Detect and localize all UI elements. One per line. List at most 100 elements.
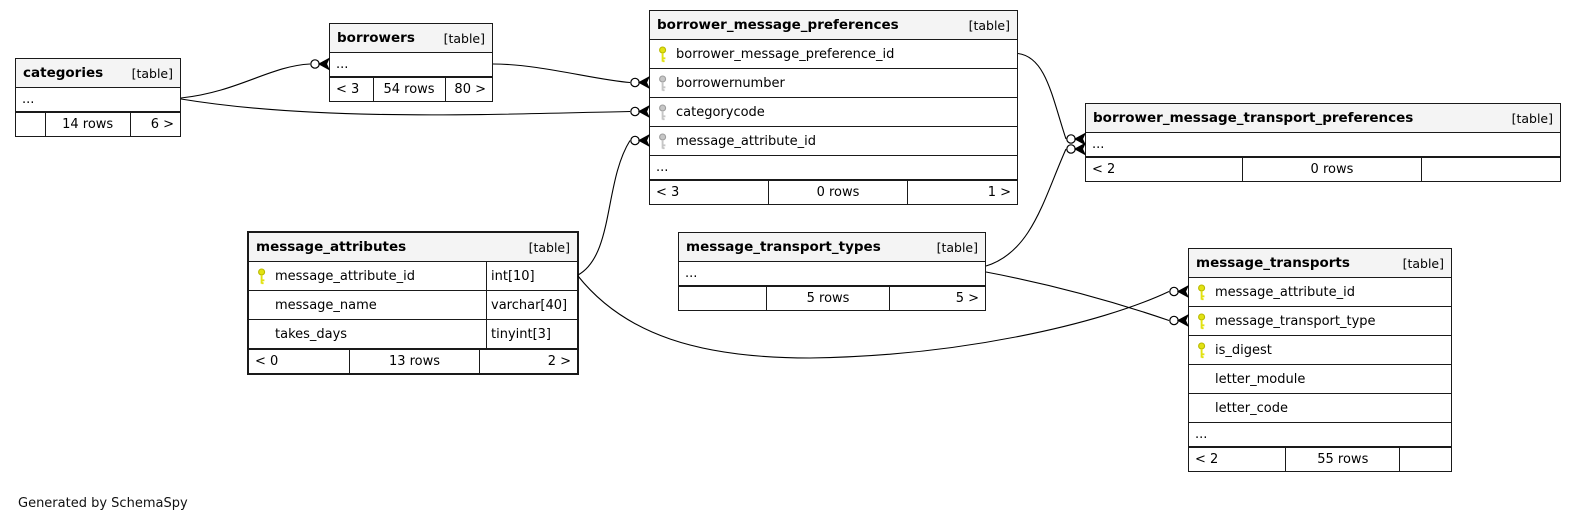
primary-key-icon [1198,283,1206,300]
connector-message_attributes-to-borrower_message_preferences [577,133,651,276]
table-node-message_transports[interactable]: message_transports[table] message_attribu… [1188,248,1452,472]
column-name: borrower_message_preference_id [676,46,895,62]
table-name[interactable]: message_transport_types [686,239,881,255]
related-out-count: 80 > [454,82,486,97]
ellipsis-row: ... [330,53,492,77]
primary-key-icon [1198,341,1206,358]
table-tag: [table] [443,30,485,46]
rows-count: 54 rows [374,78,446,101]
table-name[interactable]: borrower_message_transport_preferences [1093,110,1414,126]
generator-credit: Generated by SchemaSpy [18,496,188,511]
zero-or-many-circle [1066,144,1076,154]
table-name[interactable]: categories [23,65,104,81]
rows-count: 13 rows [350,350,480,373]
related-out-count: 1 > [987,185,1011,200]
connector-message_transport_types-to-message_transports [985,271,1190,328]
zero-or-many-circle [1169,286,1179,297]
table-tag: [table] [936,239,978,255]
table-header[interactable]: borrower_message_preferences [table] [650,11,1017,40]
ellipsis-row: ... [679,262,985,286]
foreign-key-icon [659,74,667,91]
related-in-count: < 3 [330,78,374,101]
table-header[interactable]: categories[table] [16,59,180,88]
table-name[interactable]: borrowers [337,30,415,46]
table-footer: 5 rows 5 > [679,286,985,310]
table-tag: [table] [1511,110,1553,126]
primary-key-cell [1189,278,1215,306]
table-name[interactable]: message_transports [1196,255,1350,271]
ellipsis-row: ... [650,156,1017,180]
zero-or-many-circle [1066,134,1076,144]
zero-or-many-circle [1169,315,1179,326]
table-node-message_attributes[interactable]: message_attributes[table]message_attribu… [247,231,579,375]
ellipsis-row: ... [1189,423,1451,447]
related-out-count: 5 > [955,291,979,306]
table-node-borrower_message_transport_preferences[interactable]: borrower_message_transport_preferences [t… [1085,103,1561,182]
crows-foot-arrow [637,104,651,119]
foreign-key-cell [650,127,676,155]
primary-key-cell [650,40,676,68]
key-spacer [1189,394,1215,422]
connector-borrowers-to-borrower_message_preferences [492,63,651,90]
primary-key-icon [258,267,266,284]
primary-key-cell [1189,307,1215,335]
table-node-borrower_message_preferences[interactable]: borrower_message_preferences[table]borro… [649,10,1018,205]
related-in-count: < 3 [650,181,770,204]
table-tag: [table] [968,17,1010,33]
primary-key-icon [659,45,667,62]
crows-foot-arrow [317,57,331,71]
column-row-message_transport_type: message_transport_type [1189,307,1451,336]
crows-foot-arrow [1073,142,1087,156]
foreign-key-icon [659,132,667,149]
table-header[interactable]: message_attributes [table] [249,233,577,262]
table-header[interactable]: message_transport_types [table] [679,233,985,262]
crows-foot-arrow [637,75,651,90]
key-spacer [1189,365,1215,393]
zero-or-many-circle [310,59,320,69]
column-name: message_attribute_id [676,133,816,149]
rows-count: 55 rows [1286,448,1401,471]
related-out-count [1400,448,1451,471]
column-name: takes_days [275,326,348,342]
connector-categories-to-borrowers [180,57,331,99]
table-header[interactable]: borrower_message_transport_preferences [t… [1086,104,1560,133]
zero-or-many-circle [630,77,640,88]
table-name[interactable]: message_attributes [256,239,407,255]
table-header[interactable]: message_transports[table] [1189,249,1451,278]
column-name: letter_module [1215,371,1306,387]
related-in-count: < 2 [1086,158,1244,181]
column-name: message_attribute_id [1215,284,1355,300]
column-row-message_attribute_id: message_attribute_id [650,127,1017,156]
primary-key-cell [1189,336,1215,364]
zero-or-many-circle [630,106,640,117]
column-name: is_digest [1215,342,1272,358]
column-name: message_transport_type [1215,313,1376,329]
table-header[interactable]: borrowers [table] [330,24,492,53]
rows-count: 14 rows [46,113,131,136]
related-in-count: < 2 [1189,448,1287,471]
crows-foot-arrow [1176,284,1190,299]
column-name: categorycode [676,104,765,120]
ellipsis-row: ... [16,88,180,112]
foreign-key-cell [650,69,676,97]
column-row-letter_module: letter_module [1189,365,1451,394]
key-spacer [249,320,275,348]
table-name[interactable]: borrower_message_preferences [657,17,899,33]
rows-count: 5 rows [767,287,890,310]
column-row-letter_code: letter_code [1189,394,1451,423]
column-row-borrowernumber: borrowernumber [650,69,1017,98]
column-row-borrower_message_preference_id: borrower_message_preference_id [650,40,1017,69]
table-tag: [table] [528,239,570,255]
primary-key-cell [249,262,275,290]
key-spacer [249,291,275,319]
column-name: letter_code [1215,400,1288,416]
